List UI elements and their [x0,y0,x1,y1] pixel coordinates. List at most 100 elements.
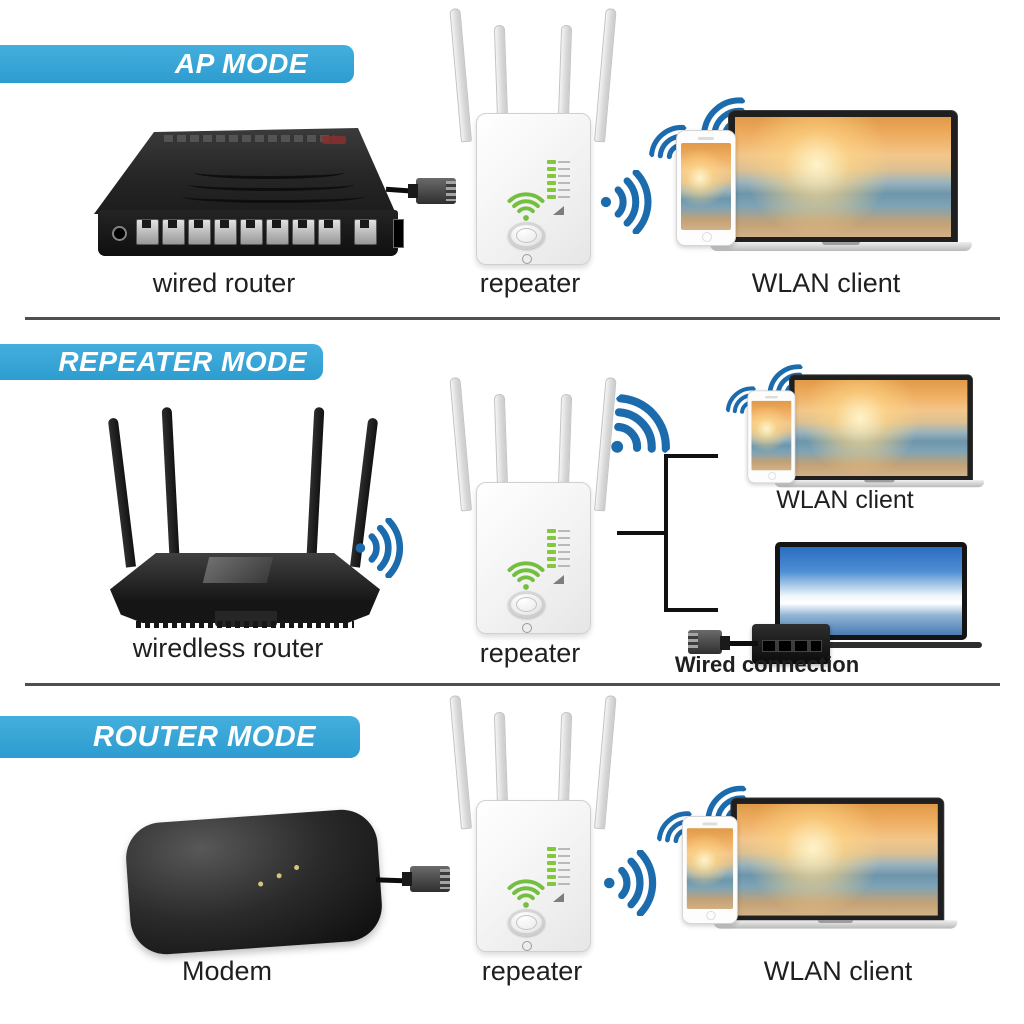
repeater-antenna [594,8,617,143]
wifi-signal-icon [352,518,412,578]
wired-router-label-strip [164,135,334,142]
device-label: WLAN client [776,486,914,514]
repeater-led-panel [547,847,570,886]
router-antenna [161,406,180,568]
repeater-wifi-led-icon [503,556,549,592]
repeater-wps-button [508,222,545,249]
router-antenna [107,417,136,568]
set-top-box [752,624,830,664]
ethernet-port [240,219,263,245]
repeater-antenna [449,377,472,512]
repeater-signal-icon [553,893,564,902]
side-slot [393,219,404,248]
repeater-power-icon [522,623,532,633]
ethernet-ports [136,219,404,248]
router-vent-teeth [136,621,354,628]
device-label: WLAN client [751,268,901,298]
repeater-signal-icon [553,206,564,215]
repeater-power-icon [522,254,532,264]
section-banner-repeater-mode: REPEATER MODE [0,344,323,380]
wired-router-logo [322,136,346,144]
repeater-signal-icon [553,575,564,584]
wired-tv-group [688,540,990,670]
smartphone-screen [681,143,731,230]
repeater-led-panel [547,160,570,199]
tv-stand [758,642,982,648]
repeater-body [476,113,591,265]
repeater-device [449,377,617,634]
laptop-base [710,242,972,251]
smartphone-screen [751,400,792,471]
device-label: wiredless router [132,633,324,663]
repeater-antenna [449,8,472,143]
wired-router-device [90,128,462,264]
vent-line [182,190,364,203]
wlan-client-group [725,368,989,496]
connector-line [664,454,668,612]
banner-label: REPEATER MODE [58,346,307,377]
modem-device [118,807,458,968]
ethernet-port [214,219,237,245]
section-divider [25,683,1000,686]
repeater-wps-button [508,909,545,936]
wan-port [354,219,377,245]
ethernet-port [162,219,185,245]
section-banner-router-mode: ROUTER MODE [0,716,360,758]
laptop-base [774,480,985,488]
device-label: repeater [479,638,581,668]
device-label: WLAN client [763,956,913,986]
connector-line [617,531,667,535]
smartphone [676,130,736,246]
router-top-panel [202,557,274,583]
modem-led [293,864,300,871]
connector-line [664,608,718,612]
rj45-connector-icon [408,178,456,204]
repeater-wifi-led-icon [503,874,549,910]
modem-led [276,873,282,879]
modem-body [123,807,385,957]
section-divider [25,317,1000,320]
tv [775,542,967,640]
wireless-router-device [107,405,380,630]
repeater-body [476,800,591,952]
modem-led [257,881,264,887]
rj45-connector-icon [402,866,450,892]
ethernet-cable [718,641,758,646]
repeater-antenna [594,695,617,830]
connector-line [664,454,718,458]
ethernet-port [136,219,159,245]
wired-router-front [98,210,404,256]
repeater-led-panel [547,529,570,568]
laptop-screen [794,380,968,476]
device-label: Modem [181,956,273,986]
smartphone-screen [686,828,734,910]
smartphone [682,816,738,924]
laptop [730,797,945,923]
laptop [789,374,973,482]
repeater-wifi-led-icon [503,187,549,223]
laptop-screen [735,117,951,237]
laptop-screen [736,803,938,916]
power-jack [112,226,127,241]
section-banner-ap-mode: AP MODE [0,45,354,83]
laptop [728,110,958,244]
device-label: repeater [481,956,583,986]
ethernet-port [188,219,211,245]
repeater-power-icon [522,941,532,951]
ethernet-port [266,219,289,245]
wired-router-top [94,128,396,214]
laptop-base [713,920,958,929]
repeater-device [449,8,617,265]
tv-screen [780,547,962,635]
banner-label: ROUTER MODE [93,720,316,753]
smartphone [747,390,796,484]
ethernet-port [292,219,315,245]
device-label: wired router [152,268,296,298]
repeater-wps-button [508,591,545,618]
ethernet-port [318,219,341,245]
rj45-connector-icon [688,630,722,654]
banner-label: AP MODE [174,48,308,79]
wlan-client-group [656,790,963,939]
device-label: repeater [479,268,581,298]
wlan-client-group [648,102,978,262]
